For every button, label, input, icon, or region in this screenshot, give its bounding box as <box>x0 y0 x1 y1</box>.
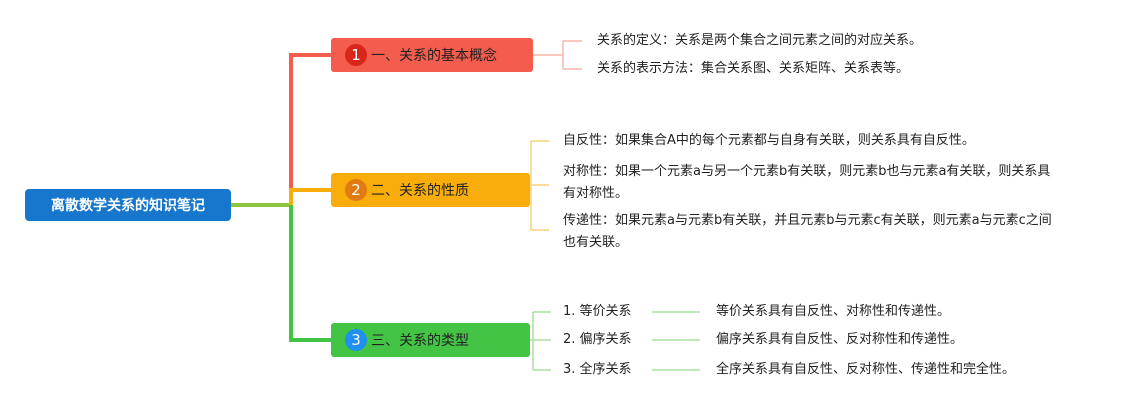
branch-node-basic-concepts[interactable]: 1 一、关系的基本概念 <box>331 38 533 72</box>
leaf-equivalence-name[interactable]: 1. 等价关系 <box>563 304 632 319</box>
leaf-partial-order-name[interactable]: 2. 偏序关系 <box>563 332 632 347</box>
number-badge-icon: 3 <box>345 329 367 351</box>
branch-label: 三、关系的类型 <box>371 333 469 349</box>
root-node[interactable]: 离散数学关系的知识笔记 <box>25 189 231 221</box>
leaf-transitive[interactable]: 传递性：如果元素a与元素b有关联，并且元素b与元素c有关联，则元素a与元素c之间… <box>563 213 1052 250</box>
leaf-equivalence-detail[interactable]: 等价关系具有自反性、对称性和传递性。 <box>716 304 951 319</box>
branch-label: 二、关系的性质 <box>371 183 469 199</box>
leaf-partial-order-detail[interactable]: 偏序关系具有自反性、反对称性和传递性。 <box>716 332 964 347</box>
leaf-symmetric[interactable]: 对称性：如果一个元素a与另一个元素b有关联，则元素b也与元素a有关联，则关系具有… <box>563 164 1051 201</box>
leaf-total-order-name[interactable]: 3. 全序关系 <box>563 362 632 377</box>
leaf-total-order-detail[interactable]: 全序关系具有自反性、反对称性、传递性和完全性。 <box>716 362 1016 377</box>
number-badge-icon: 1 <box>345 44 367 66</box>
leaf-representation[interactable]: 关系的表示方法：集合关系图、关系矩阵、关系表等。 <box>597 61 910 76</box>
number-badge-icon: 2 <box>345 179 367 201</box>
branch-label: 一、关系的基本概念 <box>371 48 497 64</box>
branch-node-properties[interactable]: 2 二、关系的性质 <box>331 173 530 207</box>
leaf-definition[interactable]: 关系的定义：关系是两个集合之间元素之间的对应关系。 <box>597 33 923 48</box>
root-label: 离散数学关系的知识笔记 <box>51 198 205 214</box>
leaf-reflexive[interactable]: 自反性：如果集合A中的每个元素都与自身有关联，则关系具有自反性。 <box>563 133 975 148</box>
branch-node-types[interactable]: 3 三、关系的类型 <box>331 323 530 357</box>
